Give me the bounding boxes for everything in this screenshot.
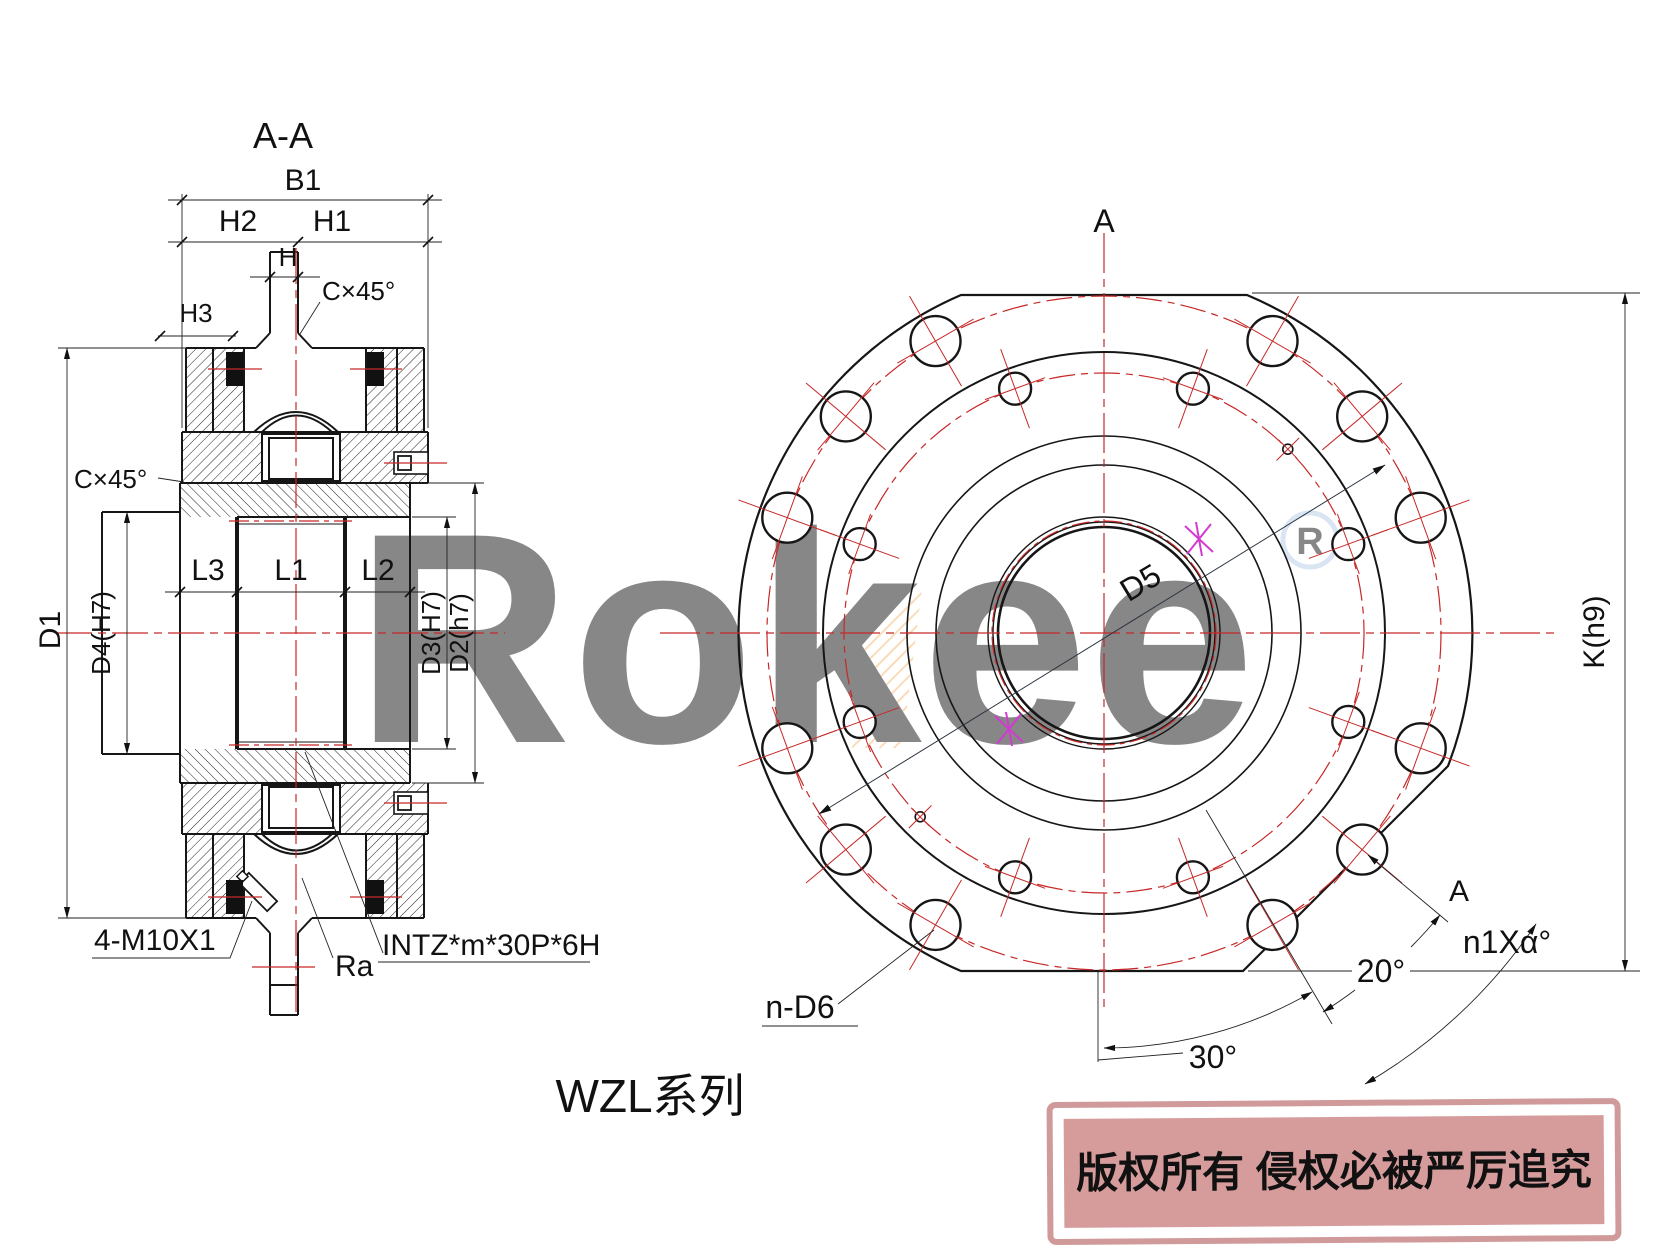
- hub-band-top: [180, 483, 410, 517]
- arc-20a: [1322, 989, 1356, 1013]
- svg-text:R: R: [1296, 521, 1323, 563]
- bolt-hole-large-mark-tangent: [897, 902, 974, 948]
- hub-tooth-top: [268, 437, 334, 480]
- bolt-hole-small-mark-tangent: [984, 865, 1046, 889]
- leader-nd6: [762, 929, 935, 1027]
- leader-spline: [304, 751, 590, 963]
- dim-h1: H1: [313, 205, 351, 238]
- dim-d2: D2(h7): [444, 593, 474, 672]
- section-arrow-top: A: [1093, 203, 1115, 239]
- registered-trademark-icon: R: [1280, 510, 1340, 570]
- gear-crown-top: [253, 411, 339, 433]
- label-nd6: n-D6: [765, 989, 834, 1025]
- bolt-hole-large-mark-tangent: [1234, 902, 1311, 948]
- stem-bottom: [255, 917, 313, 1016]
- section-view: A-A B1 H2 H1 H C×45° H3 C×45° D1 D4(H7) …: [34, 115, 600, 1018]
- leader-ra: [301, 877, 334, 959]
- dim-d5-line: [818, 464, 1386, 815]
- arc-20b: [1410, 914, 1441, 948]
- stamp-border: [1046, 1098, 1622, 1245]
- flange-top: [182, 347, 428, 433]
- bolt-hole-large-mark-tangent: [1405, 706, 1437, 790]
- bolt-hole-large-mark-tangent: [817, 815, 875, 884]
- radial-30: [1205, 809, 1333, 1025]
- dim-k: K(h9): [1578, 595, 1611, 668]
- angle-20: 20°: [1357, 953, 1405, 989]
- label-ra: Ra: [335, 950, 374, 983]
- flange-outline: [737, 293, 1474, 973]
- bolt-hole-large-mark-tangent: [771, 706, 803, 790]
- hub-band-bottom: [180, 749, 410, 783]
- hub-tooth-bottom: [268, 786, 334, 829]
- dim-h: H: [279, 242, 298, 272]
- leader-chamfer-top: [299, 301, 321, 335]
- dim-l2: L2: [361, 554, 394, 587]
- bolt-hole-large-mark-tangent: [1333, 815, 1391, 884]
- arc-n1: [1364, 923, 1537, 1085]
- dim-l3: L3: [191, 554, 224, 587]
- stamp-body: [1063, 1115, 1605, 1228]
- bolt-hole-small-mark-tangent: [984, 377, 1046, 401]
- section-title: A-A: [253, 115, 313, 156]
- dim-d4: D4(H7): [86, 591, 116, 675]
- bolt-hole-small-mark-tangent: [1162, 377, 1224, 401]
- stem-top: [255, 251, 313, 349]
- grease-plug: [235, 869, 279, 913]
- label-spline: INTZ*m*30P*6H: [382, 929, 600, 962]
- bolt-hole-large-mark-tangent: [1333, 382, 1391, 451]
- dim-h3: H3: [179, 298, 212, 328]
- dim-c45-left: C×45°: [74, 464, 147, 494]
- copyright-stamp: 版权所有 侵权必被严厉追究: [1046, 1098, 1622, 1245]
- bolt-hole-large-mark-tangent: [897, 318, 974, 364]
- dim-b1: B1: [285, 164, 322, 197]
- dim-d3: D3(H7): [416, 591, 446, 675]
- bolt-hole-large-mark-tangent: [771, 476, 803, 560]
- angle-30: 30°: [1189, 1039, 1237, 1075]
- leader-30: [1097, 1052, 1184, 1061]
- label-thread: 4-M10X1: [94, 924, 216, 957]
- leader-thread: [92, 900, 253, 959]
- dim-d1: D1: [34, 611, 67, 649]
- section-arrow-bottom: A: [1449, 875, 1469, 908]
- pin-hole-mark-tangent: [1278, 439, 1298, 459]
- bolt-hole-small-mark-tangent: [1162, 865, 1224, 889]
- series-label: WZL系列: [555, 1070, 744, 1122]
- angle-n1: n1Xα°: [1463, 924, 1551, 960]
- dim-c45-top: C×45°: [322, 276, 395, 306]
- dim-h2: H2: [219, 205, 257, 238]
- bolt-hole-large-mark-tangent: [1405, 476, 1437, 560]
- leader-chamfer-left: [157, 477, 185, 483]
- dim-l1: L1: [274, 554, 307, 587]
- arc-30: [1103, 991, 1313, 1052]
- radial-50-section: [1367, 854, 1449, 923]
- stamp-text: 版权所有 侵权必被严厉追究: [1076, 1146, 1592, 1197]
- bolt-hole-large-mark-tangent: [817, 382, 875, 451]
- bolt-hole-large-mark-tangent: [1234, 318, 1311, 364]
